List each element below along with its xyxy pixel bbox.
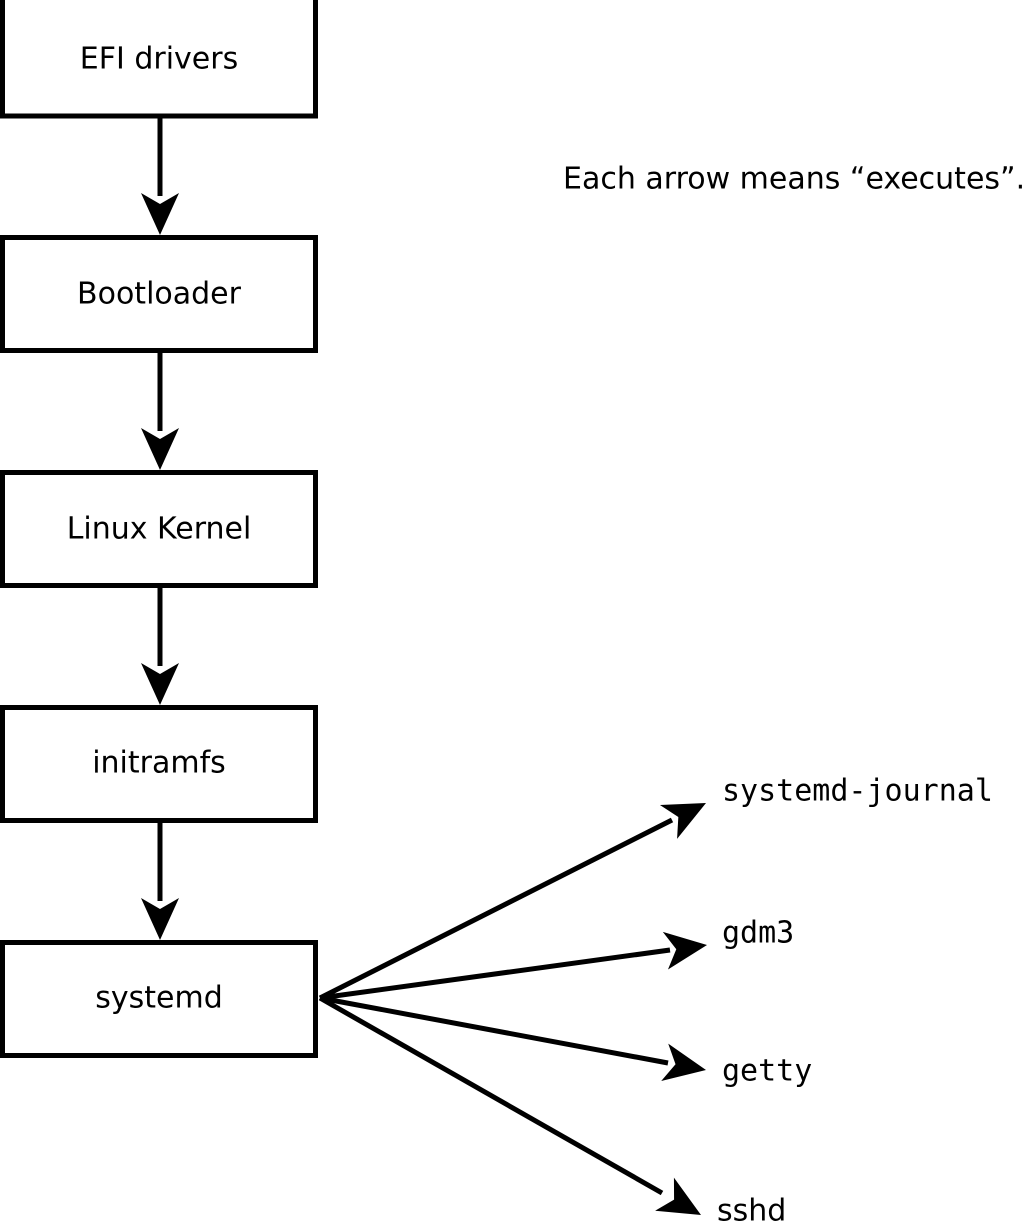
arrow-head-icon [141, 898, 179, 940]
node-linux-kernel[interactable]: Linux Kernel [0, 470, 318, 588]
arrow-head-icon [655, 1177, 711, 1230]
node-label-initramfs: initramfs [92, 746, 226, 781]
arrow-head-icon [141, 663, 179, 705]
node-bootloader[interactable]: Bootloader [0, 235, 318, 353]
node-label-bootloader: Bootloader [77, 277, 242, 312]
node-box-rect-bootloader [0, 235, 318, 353]
service-label-gdm3: gdm3 [722, 916, 794, 951]
arrow-head-icon [141, 193, 179, 235]
service-label-sshd: sshd [717, 1194, 786, 1229]
node-box-rect-initramfs [0, 705, 318, 823]
arrow-initramfs-to-systemd [141, 820, 179, 940]
arrow-head-icon [141, 428, 179, 470]
node-label-linux-kernel: Linux Kernel [67, 512, 252, 547]
arrow-systemd-to-gdm3 [319, 926, 710, 1001]
node-label-efi-drivers: EFI drivers [80, 42, 238, 77]
legend-note: Each arrow means “executes”. [563, 162, 1023, 197]
node-box-rect-efi-drivers [0, 0, 318, 119]
arrow-systemd-to-systemd-journal [318, 786, 715, 1001]
service-label-systemd-journal: systemd-journal [722, 774, 993, 809]
arrow-head-icon [659, 786, 715, 839]
arrow-head-icon [661, 1043, 710, 1089]
arrow-head-icon [662, 926, 710, 970]
node-systemd[interactable]: systemd [0, 940, 318, 1058]
node-initramfs[interactable]: initramfs [0, 705, 318, 823]
service-label-getty: getty [722, 1054, 812, 1089]
node-label-systemd: systemd [95, 981, 223, 1016]
arrow-kernel-to-initramfs [141, 585, 179, 705]
arrow-bootloader-to-kernel [141, 350, 179, 470]
node-box-rect-systemd [0, 940, 318, 1058]
arrow-efi-to-bootloader [141, 116, 179, 235]
arrow-systemd-to-getty [319, 995, 710, 1089]
node-efi-drivers[interactable]: EFI drivers [0, 0, 318, 119]
arrow-systemd-to-sshd [318, 995, 711, 1230]
